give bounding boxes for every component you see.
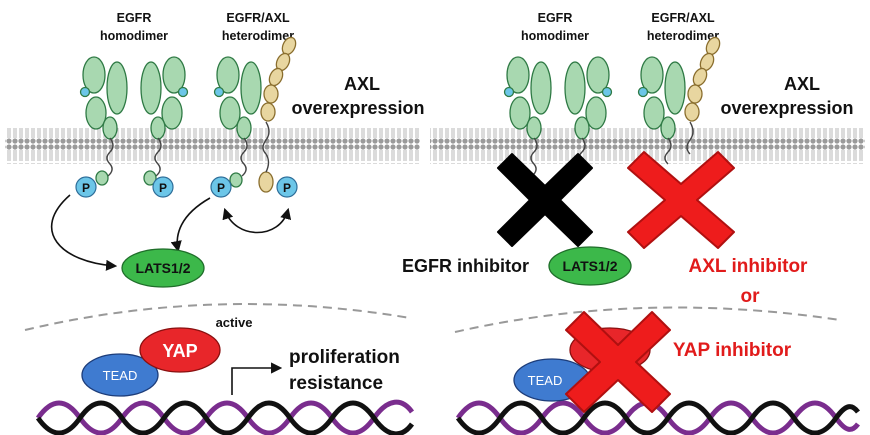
lats-node-right: LATS1/2 — [548, 246, 632, 286]
yap-inhibitor-cross — [565, 311, 671, 413]
arrow-heterodimer-to-lats — [170, 197, 211, 253]
egfr-axl-heterodimer-label-right: EGFR/AXL — [651, 11, 715, 25]
phospho-group-3: P — [210, 176, 232, 198]
svg-text:P: P — [217, 181, 225, 195]
arrow-phospho-exchange — [222, 207, 292, 234]
transcription-arrow — [231, 362, 283, 395]
egfr-axl-heterodimer-label-right-2: heterodimer — [647, 29, 719, 43]
egfr-axl-heterodimer-label-2: heterodimer — [222, 29, 294, 43]
axl-overexpression-label-2: overexpression — [291, 98, 424, 118]
phospho-group-2: P — [152, 176, 174, 198]
svg-text:LATS1/2: LATS1/2 — [563, 258, 618, 274]
right-panel: EGFR homodimer EGFR/AXL heterodimer AXL … — [402, 11, 865, 435]
x-cross-icon — [497, 153, 593, 247]
dna-helix-left — [35, 399, 415, 435]
nuclear-membrane-left — [24, 303, 411, 331]
cell-membrane-left — [5, 128, 420, 164]
svg-text:P: P — [283, 181, 291, 195]
resistance-label: resistance — [289, 373, 383, 394]
x-cross-icon-axl — [627, 151, 735, 249]
nuclear-membrane-right — [454, 306, 841, 333]
active-label: active — [216, 315, 253, 330]
axl-overexpression-label: AXL — [344, 74, 380, 94]
egfr-homodimer-label-right-2: homodimer — [521, 29, 589, 43]
egfr-homodimer-label-2: homodimer — [100, 29, 168, 43]
axl-inhibitor-cross — [627, 151, 735, 249]
phospho-group-1: P — [75, 176, 97, 198]
svg-text:P: P — [159, 181, 167, 195]
egfr-axl-heterodimer-receptor-right — [637, 36, 721, 165]
egfr-homodimer-receptor — [79, 56, 189, 186]
egfr-axl-heterodimer-label: EGFR/AXL — [226, 11, 290, 25]
yap-inhibitor-label: YAP inhibitor — [673, 340, 792, 361]
axl-overexpression-label-right-2: overexpression — [720, 98, 853, 118]
svg-text:TEAD: TEAD — [103, 368, 138, 383]
x-cross-icon-yap — [565, 311, 671, 413]
arrow-egfr-to-lats — [50, 194, 118, 271]
lats-node-left: LATS1/2 — [121, 248, 205, 288]
dna-helix-right — [455, 400, 860, 435]
axl-inhibitor-label: AXL inhibitor — [689, 256, 809, 277]
egfr-axl-heterodimer-receptor — [213, 36, 297, 193]
tead-node-left: TEAD — [81, 353, 159, 397]
egfr-homodimer-label-right: EGFR — [538, 11, 573, 25]
egfr-homodimer-label: EGFR — [117, 11, 152, 25]
phospho-group-4: P — [276, 176, 298, 198]
svg-text:LATS1/2: LATS1/2 — [136, 260, 191, 276]
egfr-inhibitor-label: EGFR inhibitor — [402, 256, 529, 276]
left-panel: EGFR homodimer EGFR/AXL heterodimer AXL … — [5, 11, 425, 435]
yap-node-left: YAP — [139, 327, 221, 373]
axl-overexpression-label-right: AXL — [784, 74, 820, 94]
egfr-inhibitor-cross — [497, 153, 593, 247]
or-label: or — [741, 286, 761, 307]
proliferation-label: proliferation — [289, 347, 400, 368]
svg-text:TEAD: TEAD — [528, 373, 563, 388]
svg-text:YAP: YAP — [162, 341, 197, 361]
egfr-homodimer-receptor-right — [503, 56, 613, 177]
svg-text:P: P — [82, 181, 90, 195]
